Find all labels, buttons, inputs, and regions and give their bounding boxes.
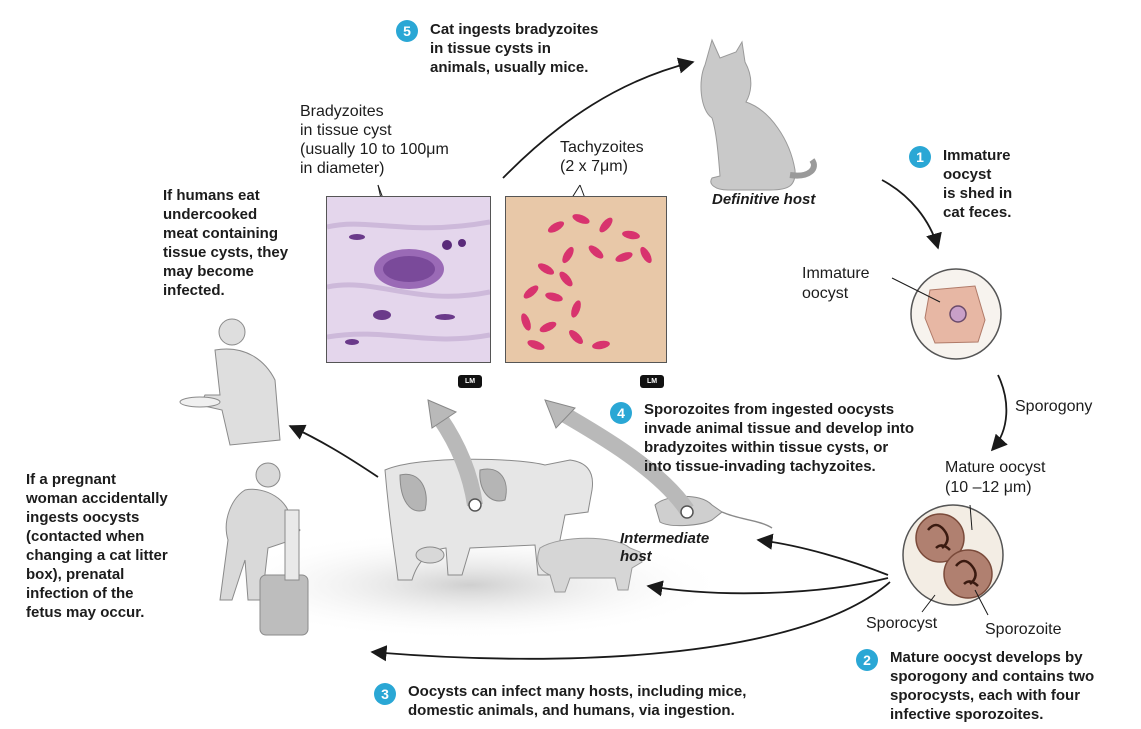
step-3-text: Oocysts can infect many hosts, including… [408,682,746,720]
step-4-badge: 4 [610,402,632,424]
immature-oocyst-label: Immature oocyst [802,264,870,304]
tachyzoites-micrograph [505,196,667,363]
sporozoite-label: Sporozoite [985,620,1062,639]
bradyzoites-label: Bradyzoites in tissue cyst (usually 10 t… [300,102,449,178]
lm-badge-right: LM [640,375,664,388]
step-4-text: Sporozoites from ingested oocysts invade… [644,400,914,476]
bradyzoites-micrograph [326,196,491,363]
step-1-badge: 1 [909,146,931,168]
immature-oocyst-drawing [911,269,1001,359]
step-3-badge: 3 [374,683,396,705]
pregnant-woman-illustration [220,463,308,635]
person-eating-illustration [180,319,280,445]
step-2-text: Mature oocyst develops by sporogony and … [890,648,1094,724]
step-5-text: Cat ingests bradyzoites in tissue cysts … [430,20,598,77]
pregnant-woman-text: If a pregnant woman accidentally ingests… [26,470,168,622]
step-2-badge: 2 [856,649,878,671]
cat-illustration [701,40,814,190]
lm-badge-left: LM [458,375,482,388]
intermediate-host-label: Intermediate host [620,530,709,566]
step-1-text: Immature oocyst is shed in cat feces. [943,146,1012,222]
mature-oocyst-drawing [903,505,1003,605]
sporogony-label: Sporogony [1015,397,1092,416]
definitive-host-label: Definitive host [712,190,815,209]
tachyzoites-label: Tachyzoites (2 x 7μm) [560,138,644,176]
mature-oocyst-label: Mature oocyst (10 –12 μm) [945,458,1045,498]
step-5-badge: 5 [396,20,418,42]
humans-eat-meat-text: If humans eat undercooked meat containin… [163,186,288,300]
sporocyst-label: Sporocyst [866,614,937,633]
